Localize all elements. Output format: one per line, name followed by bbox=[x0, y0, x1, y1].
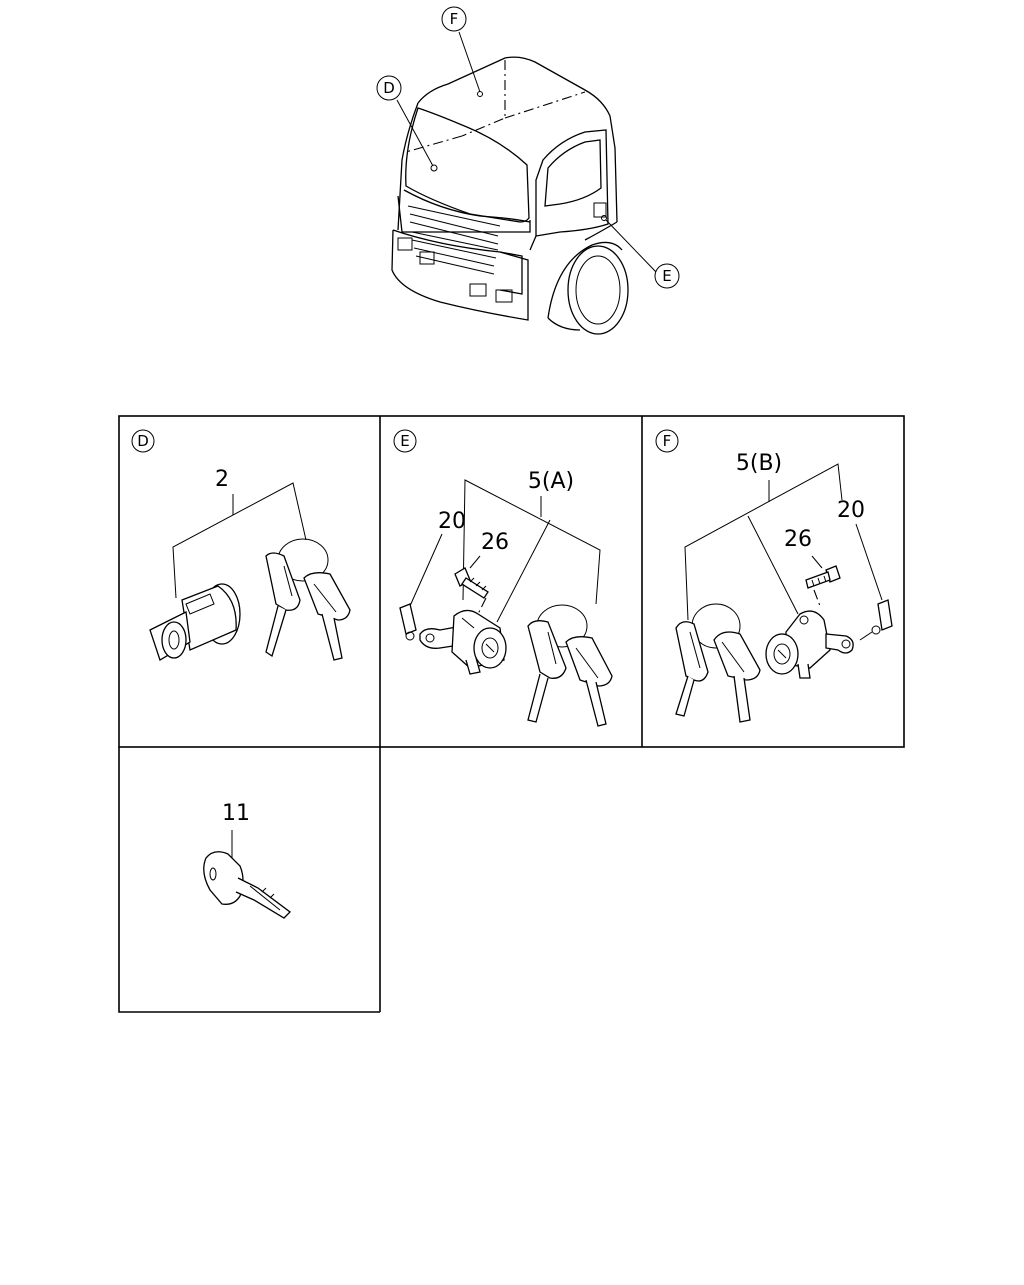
key-pair-e bbox=[527, 604, 613, 727]
callout-f: F bbox=[450, 10, 459, 28]
part-number-20-e: 20 bbox=[438, 509, 466, 534]
panel-f-label: F bbox=[663, 432, 672, 450]
lever-20-f bbox=[859, 599, 893, 641]
lever-20-e bbox=[399, 603, 417, 641]
single-key-11 bbox=[203, 851, 291, 919]
part-number-11: 11 bbox=[222, 801, 250, 826]
panel-d: D 2 bbox=[131, 429, 351, 661]
ignition-lock-cylinder bbox=[149, 583, 241, 661]
screw-26-f bbox=[805, 565, 841, 607]
callout-d: D bbox=[383, 79, 395, 97]
part-number-26-f: 26 bbox=[784, 527, 812, 552]
key-pair-f bbox=[675, 603, 761, 723]
part-number-2: 2 bbox=[215, 467, 229, 492]
door-lock-cylinder-e bbox=[419, 609, 507, 675]
panel-e-label: E bbox=[400, 432, 409, 450]
part-number-26-e: 26 bbox=[481, 530, 509, 555]
panel-e: E 5(A) 20 26 bbox=[393, 429, 613, 727]
panel-f: F 5(B) 26 20 bbox=[655, 429, 893, 723]
door-lock-cylinder-f bbox=[765, 610, 854, 679]
truck-cab-illustration: F D E bbox=[376, 6, 680, 335]
panel-key: 11 bbox=[203, 801, 291, 919]
part-number-20-f: 20 bbox=[837, 498, 865, 523]
callout-e: E bbox=[662, 267, 671, 285]
screw-26-e bbox=[454, 567, 489, 615]
panel-d-label: D bbox=[137, 432, 149, 450]
key-pair-d bbox=[265, 538, 351, 661]
panel-grid bbox=[118, 415, 905, 1013]
part-number-5b: 5(B) bbox=[736, 451, 782, 476]
part-number-5a: 5(A) bbox=[528, 469, 574, 494]
